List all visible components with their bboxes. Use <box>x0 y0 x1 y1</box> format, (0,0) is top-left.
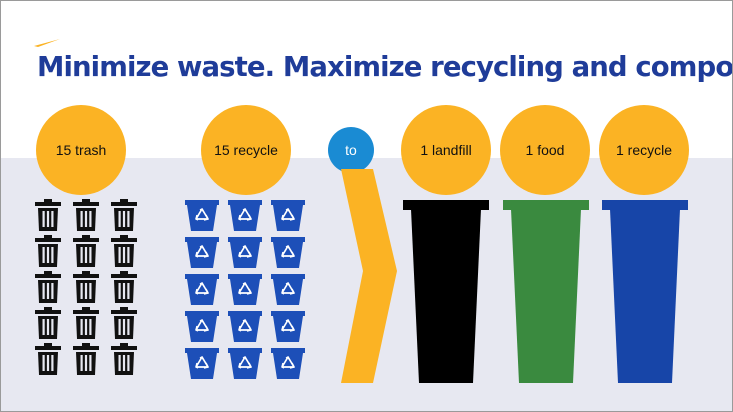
recycle-bin-icon <box>185 274 219 305</box>
label-recycle-after-text: 1 recycle <box>615 142 673 158</box>
recycle-bin-icon <box>228 200 262 231</box>
food-bin-icon <box>503 200 589 383</box>
recycle-bin-icon <box>185 237 219 268</box>
label-landfill-text: 1 landfill <box>420 142 472 158</box>
recycle-bin-icon <box>228 237 262 268</box>
chevron-right-arrow-icon <box>341 169 397 383</box>
recycle-icon-grid <box>184 199 306 384</box>
trash-can-icon <box>73 307 99 339</box>
recycle-bin-large-icon <box>602 200 688 383</box>
trash-can-icon <box>35 235 61 267</box>
label-circle-recycle-after: 1 recycle <box>599 105 689 195</box>
label-circle-landfill: 1 landfill <box>401 105 491 195</box>
recycle-bin-icon <box>185 348 219 379</box>
slide-title: Minimize waste. Maximize recycling and c… <box>37 51 733 83</box>
trash-can-icon <box>35 343 61 375</box>
trash-can-icon <box>35 307 61 339</box>
landfill-bin-icon <box>403 200 489 383</box>
label-trash-text: 15 trash <box>55 142 107 158</box>
recycle-bin-icon <box>271 237 305 268</box>
connector-circle: to <box>328 127 374 173</box>
trash-can-icon <box>73 343 99 375</box>
trash-can-icon <box>111 199 137 231</box>
recycle-bin-icon <box>271 200 305 231</box>
recycle-bin-icon <box>271 311 305 342</box>
recycle-bin-icon <box>228 274 262 305</box>
trash-can-icon <box>35 199 61 231</box>
recycle-bin-icon <box>228 311 262 342</box>
trash-can-icon <box>35 271 61 303</box>
trash-can-icon <box>111 235 137 267</box>
trash-can-icon <box>73 271 99 303</box>
label-circle-trash: 15 trash <box>36 105 126 195</box>
trash-icon-grid <box>35 199 141 379</box>
label-food-text: 1 food <box>525 142 565 158</box>
trash-can-icon <box>73 199 99 231</box>
accent-mark-icon <box>34 39 60 47</box>
trash-can-icon <box>73 235 99 267</box>
trash-can-icon <box>111 271 137 303</box>
label-circle-recycle: 15 recycle <box>201 105 291 195</box>
recycle-bin-icon <box>271 274 305 305</box>
label-circle-food: 1 food <box>500 105 590 195</box>
trash-can-icon <box>111 307 137 339</box>
label-recycle-text: 15 recycle <box>214 142 278 158</box>
recycle-bin-icon <box>185 200 219 231</box>
recycle-bin-icon <box>271 348 305 379</box>
connector-text: to <box>345 142 357 158</box>
recycle-bin-icon <box>228 348 262 379</box>
trash-can-icon <box>111 343 137 375</box>
recycle-bin-icon <box>185 311 219 342</box>
